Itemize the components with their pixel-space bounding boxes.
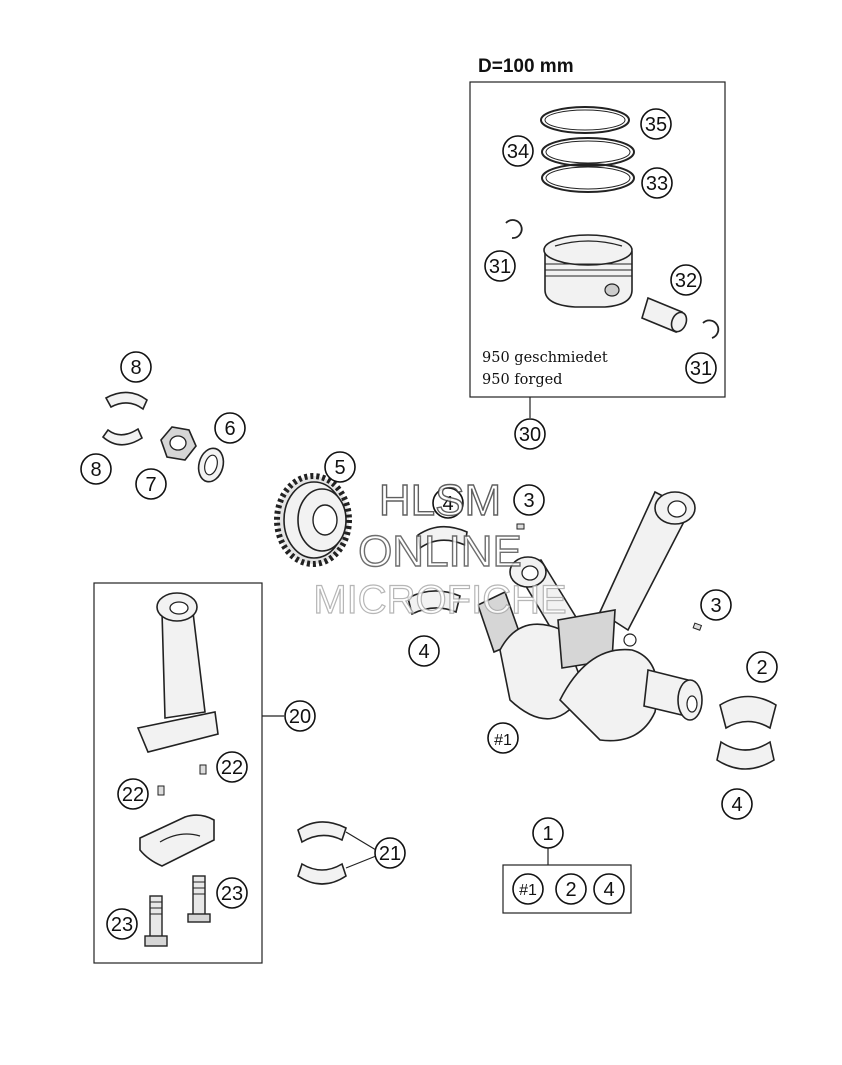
callout-33[interactable]: 33: [641, 167, 673, 199]
callout-31-left[interactable]: 31: [484, 250, 516, 282]
conrod-cap: [139, 814, 215, 867]
callout-3-right[interactable]: 3: [700, 589, 732, 621]
watermark-line1: HLSM: [379, 476, 501, 525]
conrod-bearing-shell-lower: [297, 862, 347, 885]
crankshaft-assembly: [477, 490, 703, 742]
piston-ring-top: [540, 106, 630, 134]
bearing-shell-lower: [101, 427, 144, 446]
svg-text:23: 23: [111, 914, 133, 936]
svg-text:4: 4: [418, 641, 429, 663]
svg-text:3: 3: [523, 490, 534, 512]
callout-35[interactable]: 35: [640, 108, 672, 140]
conrod-bolt-left: [144, 895, 168, 947]
connecting-rod: [136, 592, 219, 753]
dowel-pin-upper: [516, 523, 525, 530]
svg-text:31: 31: [690, 358, 712, 380]
svg-text:31: 31: [489, 256, 511, 278]
conrod-kit-frame: [93, 582, 263, 964]
callout-8-bottom[interactable]: 8: [80, 453, 112, 485]
dowel-pin-small-right: [199, 764, 207, 775]
svg-text:21: 21: [379, 843, 401, 865]
svg-text:8: 8: [90, 459, 101, 481]
watermark: HLSM ONLINE MICROFICHE: [313, 475, 568, 622]
svg-text:2: 2: [756, 657, 767, 679]
conrod-bolt-right: [187, 875, 211, 923]
svg-text:#1: #1: [519, 882, 537, 899]
callout-3-upper[interactable]: 3: [513, 484, 545, 516]
svg-text:30: 30: [519, 424, 541, 446]
svg-text:32: 32: [675, 270, 697, 292]
piston: [543, 234, 633, 308]
piston-group-frame: [469, 81, 726, 398]
svg-text:22: 22: [122, 784, 144, 806]
callout-8-top[interactable]: 8: [120, 351, 152, 383]
bearing-shell-upper: [104, 391, 148, 411]
callout-34[interactable]: 34: [502, 135, 534, 167]
svg-text:3: 3: [710, 595, 721, 617]
callout-4-right[interactable]: 4: [721, 788, 753, 820]
callout-23-right[interactable]: 23: [216, 877, 248, 909]
watermark-line3: MICROFICHE: [313, 578, 566, 622]
callout-4-upper[interactable]: 4: [432, 487, 464, 519]
crankshaft-bearing-shell-upper: [719, 695, 777, 730]
main-bearing-shell-upper: [417, 525, 468, 550]
piston-note-forged-en: 950 forged: [482, 372, 562, 388]
callout-21[interactable]: 21: [374, 837, 406, 869]
piston-pin: [641, 296, 688, 334]
callout-22-left[interactable]: 22: [117, 778, 149, 810]
watermark-line2: ONLINE: [358, 527, 522, 576]
svg-text:8: 8: [130, 357, 141, 379]
svg-text:20: 20: [289, 706, 311, 728]
kit-item-crankshaft[interactable]: #1: [512, 873, 544, 905]
dowel-pin-right: [692, 622, 703, 631]
callout-6[interactable]: 6: [214, 412, 246, 444]
svg-text:6: 6: [224, 418, 235, 440]
kit-item-2[interactable]: 2: [555, 873, 587, 905]
callout-23-left[interactable]: 23: [106, 908, 138, 940]
svg-text:2: 2: [565, 879, 576, 901]
callout-32[interactable]: 32: [670, 264, 702, 296]
svg-text:1: 1: [542, 823, 553, 845]
callout-4-lower[interactable]: 4: [408, 635, 440, 667]
dowel-pin-small-left: [157, 785, 165, 796]
piston-note-forged-de: 950 geschmiedet: [482, 350, 608, 366]
svg-text:22: 22: [221, 757, 243, 779]
piston-pin-circlip-right: [702, 319, 720, 339]
primary-gear: [274, 473, 352, 567]
svg-text:35: 35: [645, 114, 667, 136]
callout-30[interactable]: 30: [514, 418, 546, 450]
svg-text:4: 4: [603, 879, 614, 901]
callout-crankshaft-main[interactable]: #1: [487, 722, 519, 754]
svg-text:7: 7: [145, 474, 156, 496]
piston-group-heading: D=100 mm: [478, 56, 574, 77]
svg-text:4: 4: [731, 794, 742, 816]
svg-text:33: 33: [646, 173, 668, 195]
washer: [197, 447, 225, 483]
callout-20[interactable]: 20: [284, 700, 316, 732]
callout-22-right[interactable]: 22: [216, 751, 248, 783]
piston-ring-middle: [541, 137, 635, 167]
callout-5[interactable]: 5: [324, 451, 356, 483]
svg-text:5: 5: [334, 457, 345, 479]
crankshaft-kit-frame: [502, 864, 632, 914]
callout-1[interactable]: 1: [532, 817, 564, 849]
kit-item-4[interactable]: 4: [593, 873, 625, 905]
svg-text:23: 23: [221, 883, 243, 905]
callout-2[interactable]: 2: [746, 651, 778, 683]
main-bearing-shell-lower: [407, 590, 461, 616]
svg-text:4: 4: [442, 493, 453, 515]
conrod-bearing-shell-upper: [297, 821, 347, 844]
crankshaft-bearing-shell-lower: [716, 740, 775, 770]
svg-text:#1: #1: [494, 732, 512, 749]
callout-7[interactable]: 7: [135, 468, 167, 500]
hex-nut: [160, 426, 197, 461]
piston-ring-bottom: [541, 163, 635, 193]
callout-31-right[interactable]: 31: [685, 352, 717, 384]
svg-text:34: 34: [507, 141, 529, 163]
piston-pin-circlip-left: [505, 219, 523, 239]
